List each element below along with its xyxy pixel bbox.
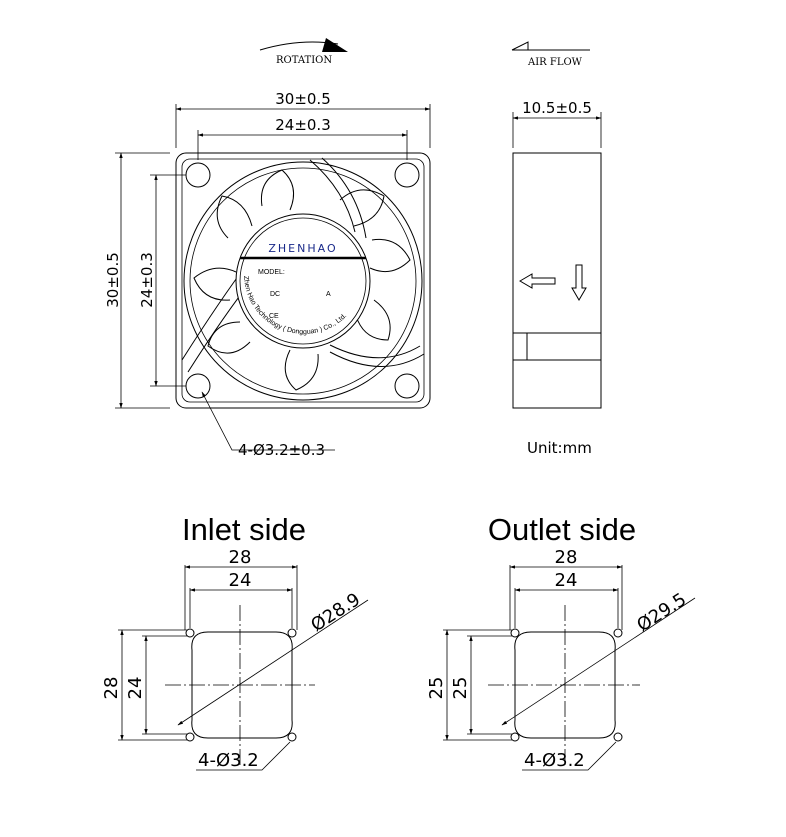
rotation-indicator: ROTATION	[259, 38, 348, 66]
mount-hole-bl	[185, 373, 211, 399]
outlet-height-holes: 25	[450, 677, 471, 700]
inlet-view: 28 24 28 24 Ø28.9 4-Ø3.2	[101, 547, 369, 771]
mount-hole-tl	[185, 162, 211, 188]
outlet-holes: 4-Ø3.2	[524, 750, 585, 771]
outlet-width-outer: 28	[555, 547, 578, 568]
inlet-title: Inlet side	[182, 512, 306, 547]
mount-hole-tr	[394, 162, 420, 188]
model-label: MODEL:	[258, 269, 285, 276]
fan-side-view	[512, 152, 602, 409]
outlet-width-holes: 24	[555, 570, 578, 591]
inlet-width-holes: 24	[229, 570, 252, 591]
inlet-diameter: Ø28.9	[307, 589, 364, 636]
dc-label: DC	[270, 291, 280, 298]
ce-mark: CE	[269, 313, 279, 320]
unit-label: Unit:mm	[527, 439, 592, 457]
airflow-arrow-down	[571, 264, 587, 301]
inlet-height-holes: 24	[125, 677, 146, 700]
inlet-height-outer: 28	[101, 677, 122, 700]
front-dimensions: 30±0.5 24±0.3 30±0.5 24±0.3 4-Ø3.2±0.3	[104, 90, 431, 459]
side-dimensions: 10.5±0.5	[512, 99, 602, 148]
dim-width-outer: 30±0.5	[275, 90, 331, 108]
dim-depth: 10.5±0.5	[522, 99, 592, 117]
amp-label: A	[326, 291, 331, 298]
fan-blades	[193, 169, 411, 391]
dim-height-holes: 24±0.3	[138, 252, 156, 308]
airflow-arrow-left	[519, 273, 556, 289]
airflow-label: AIR FLOW	[527, 57, 583, 68]
outlet-view: 28 24 25 25 Ø29.5 4-Ø3.2	[426, 547, 696, 771]
brand-logo: ZHENHAO	[268, 242, 337, 255]
fan-front-view: ZHENHAO MODEL: DC A CE Zhen Hao Technolo…	[175, 152, 431, 409]
inlet-holes: 4-Ø3.2	[198, 750, 259, 771]
rotation-label: ROTATION	[276, 55, 332, 66]
outlet-height-outer: 25	[426, 677, 447, 700]
dim-holes-note: 4-Ø3.2±0.3	[238, 441, 325, 459]
dim-width-holes: 24±0.3	[275, 116, 331, 134]
inlet-width-outer: 28	[229, 547, 252, 568]
dim-height-outer: 30±0.5	[104, 252, 122, 308]
outlet-diameter: Ø29.5	[633, 589, 690, 636]
airflow-indicator: AIR FLOW	[511, 41, 590, 68]
mount-hole-br	[394, 373, 420, 399]
outlet-title: Outlet side	[488, 512, 636, 547]
